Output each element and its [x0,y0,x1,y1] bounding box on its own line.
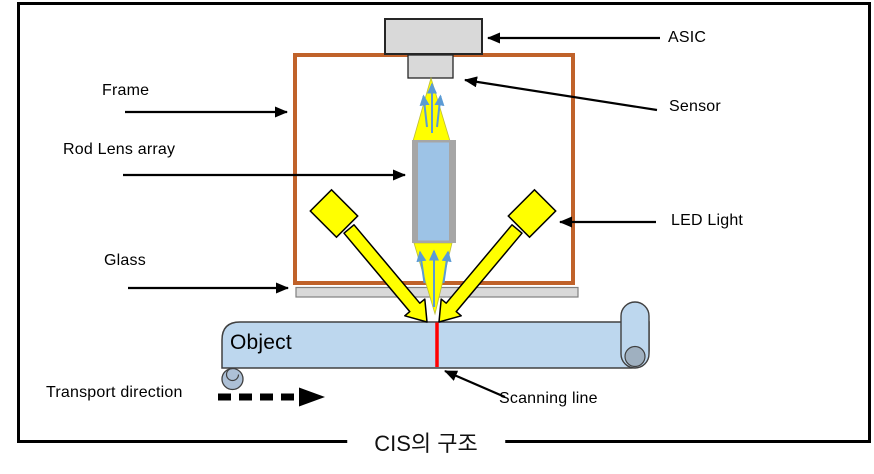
ray-arrow-icon [416,250,427,284]
ray-arrow-icon [419,94,430,128]
transport-direction-label: Transport direction [46,384,183,401]
led-beam-left [343,224,428,323]
object-scroll-roll-right-core [624,345,646,368]
glass-label: Glass [104,252,146,269]
object-scroll-roll-left [221,367,244,391]
ray-arrows-lower [416,249,452,307]
ray-arrow-icon [434,94,445,128]
label-arrows [123,32,660,399]
led-light-label: LED Light [671,212,744,229]
asic-box [384,18,483,55]
object-label: Object [230,331,292,354]
figure-caption: CIS의 구조 [347,429,505,459]
sensor-label: Sensor [669,98,721,115]
object-scroll [221,301,650,391]
object-scroll-roll-left-curl [225,367,240,382]
rod-lens-array-label: Rod Lens array [63,141,176,158]
rod-lens-core [418,142,449,241]
ray-arrows-upper [419,82,445,133]
arrow-to-scanning-line-icon [444,369,506,399]
led-light-right [507,188,557,239]
led-beam-right [438,224,523,323]
asic-label: ASIC [668,29,707,46]
sensor-box [407,54,454,79]
arrow-to-sensor-icon [464,76,658,112]
led-light-left [309,188,359,239]
ray-arrow-icon [441,250,452,284]
frame-label: Frame [102,82,150,99]
transport-direction-arrow-icon [218,387,325,407]
scanning-line-label: Scanning line [499,390,598,407]
